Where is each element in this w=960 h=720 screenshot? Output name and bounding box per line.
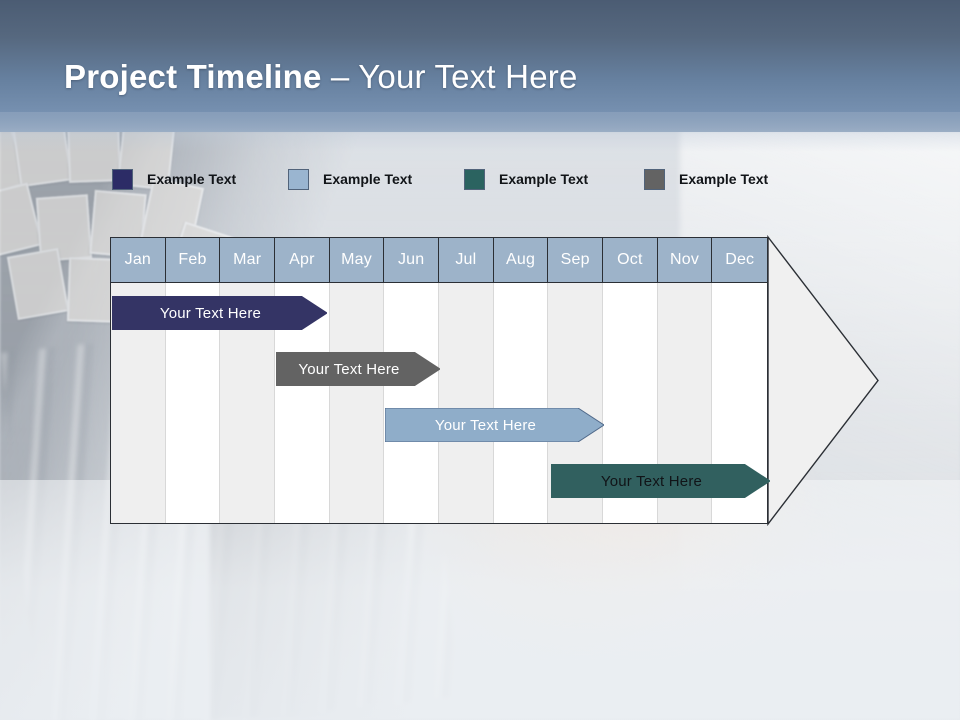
legend-swatch-icon-3 <box>464 168 485 190</box>
timeline-column-jun: Jun <box>384 238 440 523</box>
timeline-month-header-sep[interactable]: Sep <box>548 238 604 282</box>
legend: Example Text Example Text Example Text Exam… <box>112 168 832 192</box>
timeline-month-header-aug[interactable]: Aug <box>493 238 549 282</box>
timeline-column-body-oct <box>603 282 658 523</box>
legend-item-2[interactable]: Example Text <box>288 168 412 190</box>
page-title-dash: – <box>321 58 359 95</box>
timeline-bar-label-2: Your Text Here <box>298 360 400 378</box>
timeline-bar-2[interactable]: Your Text Here <box>276 352 440 386</box>
timeline-column-jul: Jul <box>439 238 494 523</box>
timeline-month-header-dec[interactable]: Dec <box>712 238 768 282</box>
timeline-bar-shape-4 <box>551 464 770 498</box>
timeline-column-jan: Jan <box>111 238 166 523</box>
timeline-month-header-oct[interactable]: Oct <box>603 238 658 282</box>
timeline-month-header-mar[interactable]: Mar <box>220 238 276 282</box>
timeline-month-header-may[interactable]: May <box>329 238 385 282</box>
page-title-light: Your Text Here <box>358 58 578 95</box>
timeline-column-body-may <box>330 282 385 523</box>
legend-label-1: Example Text <box>147 170 237 187</box>
legend-swatch-icon-1 <box>112 168 133 190</box>
timeline-bar-label-4: Your Text Here <box>600 472 703 490</box>
timeline-column-body-sep <box>548 282 604 523</box>
timeline-bar-label-3: Your Text Here <box>434 416 537 434</box>
legend-item-4[interactable]: Example Text <box>644 168 768 190</box>
timeline-month-header-nov[interactable]: Nov <box>657 238 713 282</box>
timeline-month-header-apr[interactable]: Apr <box>275 238 330 282</box>
legend-label-4: Example Text <box>679 170 769 187</box>
timeline-column-body-nov <box>658 282 713 523</box>
legend-label-2: Example Text <box>323 170 413 187</box>
legend-swatch-icon-2 <box>288 168 309 190</box>
timeline-column-dec: Dec <box>712 238 768 523</box>
timeline-arrowhead <box>767 234 879 527</box>
timeline-column-mar: Mar <box>220 238 276 523</box>
timeline-column-oct: Oct <box>603 238 658 523</box>
timeline-column-aug: Aug <box>493 238 549 523</box>
timeline-bar-shape-3 <box>385 408 604 442</box>
timeline-bar-4[interactable]: Your Text Here <box>551 464 770 498</box>
timeline-bar-3[interactable]: Your Text Here <box>385 408 604 442</box>
timeline-column-feb: Feb <box>165 238 221 523</box>
timeline-month-header-jun[interactable]: Jun <box>384 238 440 282</box>
page-title-strong: Project Timeline <box>64 58 322 95</box>
legend-item-3[interactable]: Example Text <box>464 168 588 190</box>
timeline-column-body-aug <box>494 282 549 523</box>
timeline-header-rule <box>111 282 767 283</box>
timeline-bar-shape-1 <box>112 296 327 330</box>
timeline-column-body-mar <box>220 282 276 523</box>
timeline-column-body-jul <box>439 282 494 523</box>
header-band <box>0 0 960 132</box>
timeline-column-body-jun <box>384 282 440 523</box>
timeline-column-body-jan <box>111 282 166 523</box>
timeline-column-body-apr <box>275 282 330 523</box>
timeline-bar-label-1: Your Text Here <box>159 304 262 322</box>
legend-label-3: Example Text <box>499 170 589 187</box>
timeline-month-header-jul[interactable]: Jul <box>439 238 494 282</box>
timeline-bar-1[interactable]: Your Text Here <box>112 296 327 330</box>
timeline-month-header-jan[interactable]: Jan <box>111 238 166 282</box>
timeline-bar-shape-2 <box>276 352 440 386</box>
timeline-column-body-feb <box>166 282 221 523</box>
legend-swatch-icon-4 <box>644 168 665 190</box>
header-fade <box>0 112 960 152</box>
timeline-month-header-feb[interactable]: Feb <box>165 238 221 282</box>
timeline-column-apr: Apr <box>275 238 330 523</box>
page-title: Project Timeline – Your Text Here <box>64 58 578 96</box>
legend-item-1[interactable]: Example Text <box>112 168 236 190</box>
